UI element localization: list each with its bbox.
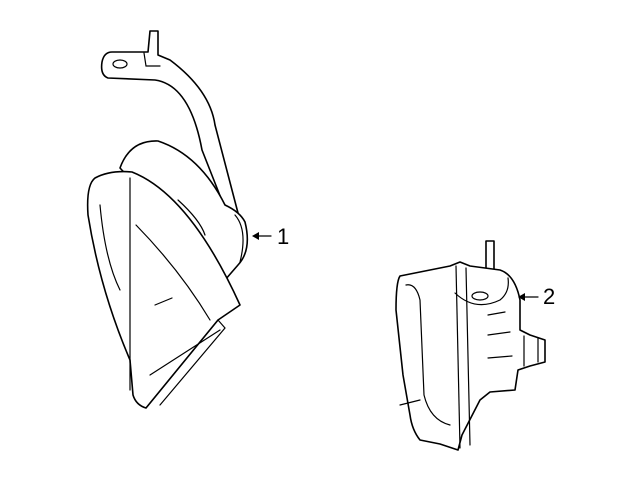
horn-2-illustration — [395, 240, 546, 451]
callout-2: 2 — [543, 284, 556, 309]
horn-1-illustration — [86, 30, 272, 409]
callout-1: 1 — [277, 224, 290, 249]
